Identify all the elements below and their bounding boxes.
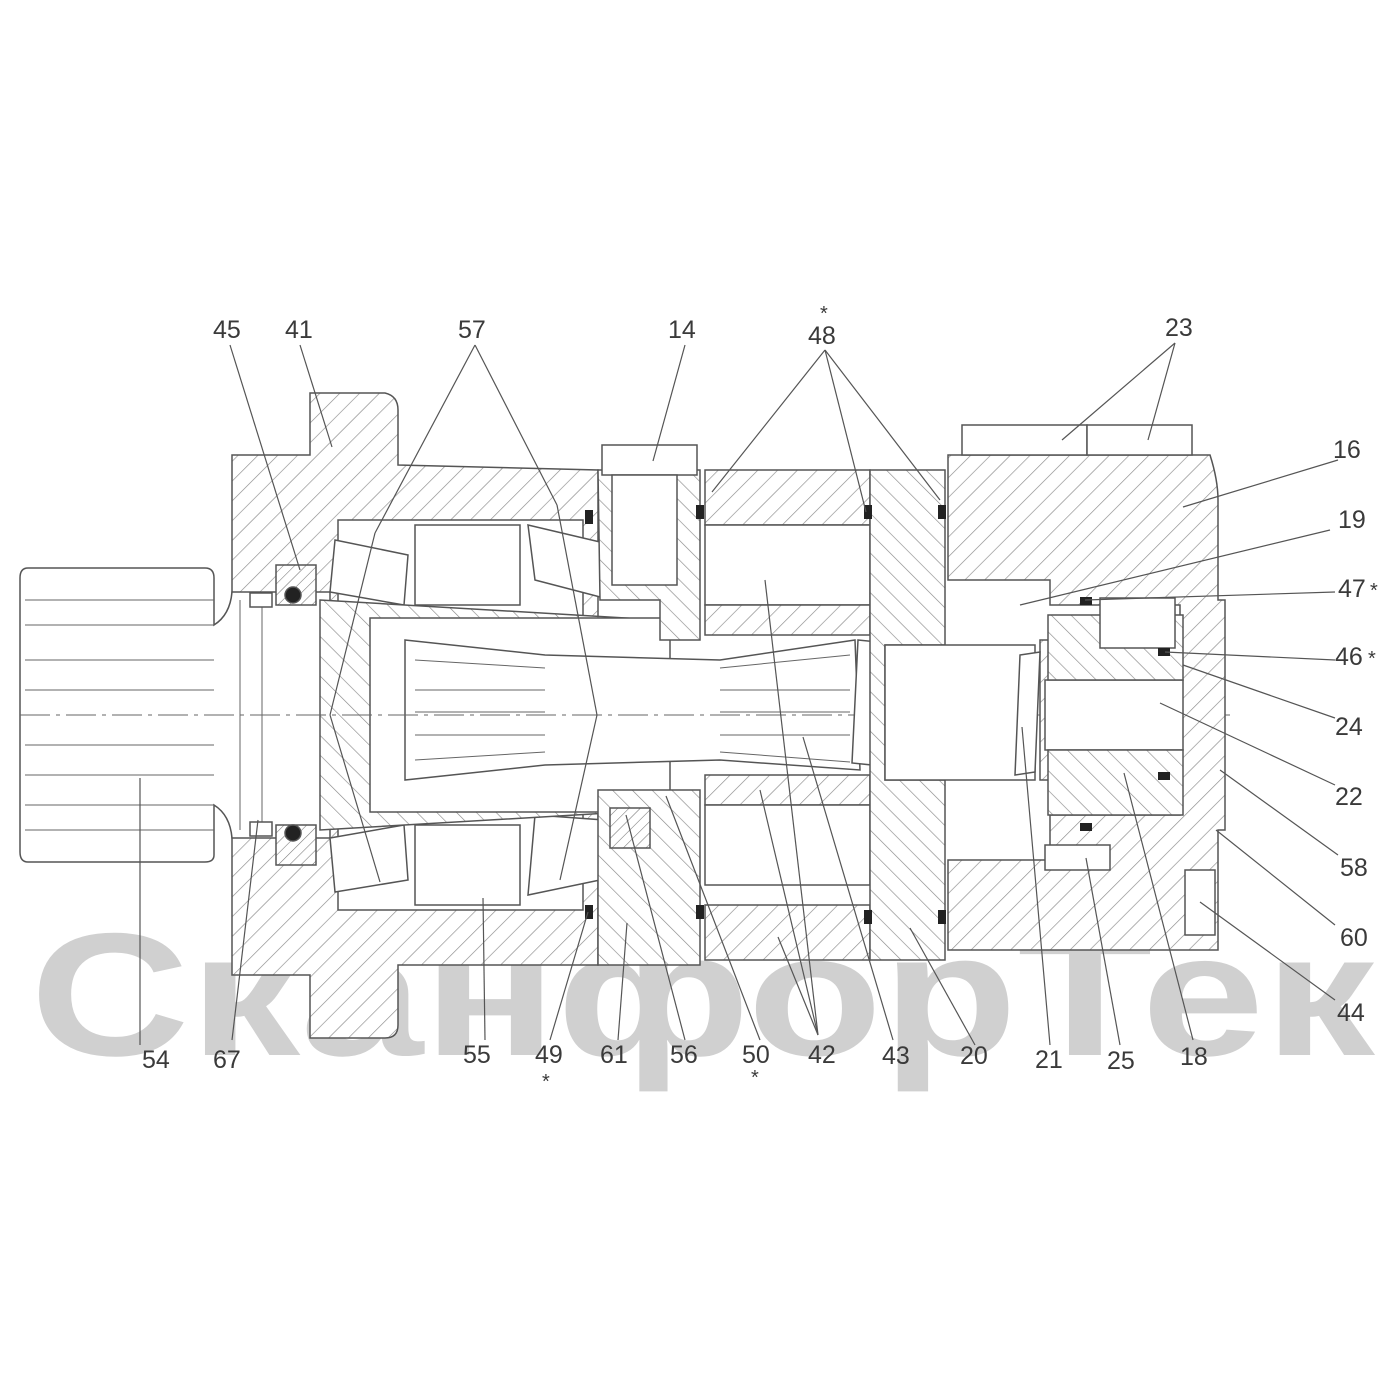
callout-20: 20 [960,1042,988,1070]
callout-57: 57 [458,316,486,344]
callout-50-star: * [751,1067,759,1089]
callout-46: 46 [1335,643,1363,671]
callout-49-star: * [542,1071,550,1093]
part-23-bolt-1 [961,424,1088,456]
part-14-plug [601,444,698,476]
callout-14: 14 [668,316,696,344]
callout-54: 54 [142,1046,170,1074]
callout-22: 22 [1335,783,1363,811]
leader-lines [139,342,1339,1046]
callout-58: 58 [1340,854,1368,882]
callout-55: 55 [463,1041,491,1069]
callout-46-star: * [1368,648,1376,670]
part-55-spacer [414,524,521,606]
callout-24: 24 [1335,713,1363,741]
part-42-stator-bottom [704,904,871,961]
part-47-oring [1080,597,1092,605]
callout-42: 42 [808,1041,836,1069]
motor-body [19,392,1230,1039]
callout-43: 43 [882,1042,910,1070]
callout-19: 19 [1338,506,1366,534]
callout-25: 25 [1107,1047,1135,1075]
callout-56: 56 [670,1041,698,1069]
part-23-bolt-2 [1086,424,1193,456]
callout-50: 50 [742,1041,770,1069]
callout-48-star: * [820,303,828,325]
callout-60: 60 [1340,924,1368,952]
part-25-pin [1044,844,1111,871]
callout-44: 44 [1337,999,1365,1027]
part-46-oring [1158,648,1170,656]
callout-49: 49 [535,1041,563,1069]
part-57-bearing-left-bottom [329,824,409,893]
callout-23: 23 [1165,314,1193,342]
callout-45: 45 [213,316,241,344]
callout-47-star: * [1370,580,1378,602]
part-18-housing [1047,749,1184,816]
callout-47: 47 [1338,575,1366,603]
part-48-oring-1 [696,505,704,519]
part-42-stator-top [704,469,871,526]
part-19-cap [1099,597,1176,649]
callout-16: 16 [1333,436,1361,464]
callout-61: 61 [600,1041,628,1069]
callout-18: 18 [1180,1043,1208,1071]
part-48-oring-2 [864,505,872,519]
part-21-disc [1014,651,1041,776]
part-22-piston [1044,679,1184,751]
callout-41: 41 [285,316,313,344]
part-50-oring [696,905,704,919]
part-cardan-shaft [404,639,861,781]
callout-labels: 54 67 45 41 57 14 48 * 23 16 19 47 * 46 … [142,303,1378,1093]
callout-67: 67 [213,1046,241,1074]
part-49-oring [585,905,593,919]
part-48-oring-3 [938,505,946,519]
callout-48: 48 [808,322,836,350]
callout-21: 21 [1035,1046,1063,1074]
